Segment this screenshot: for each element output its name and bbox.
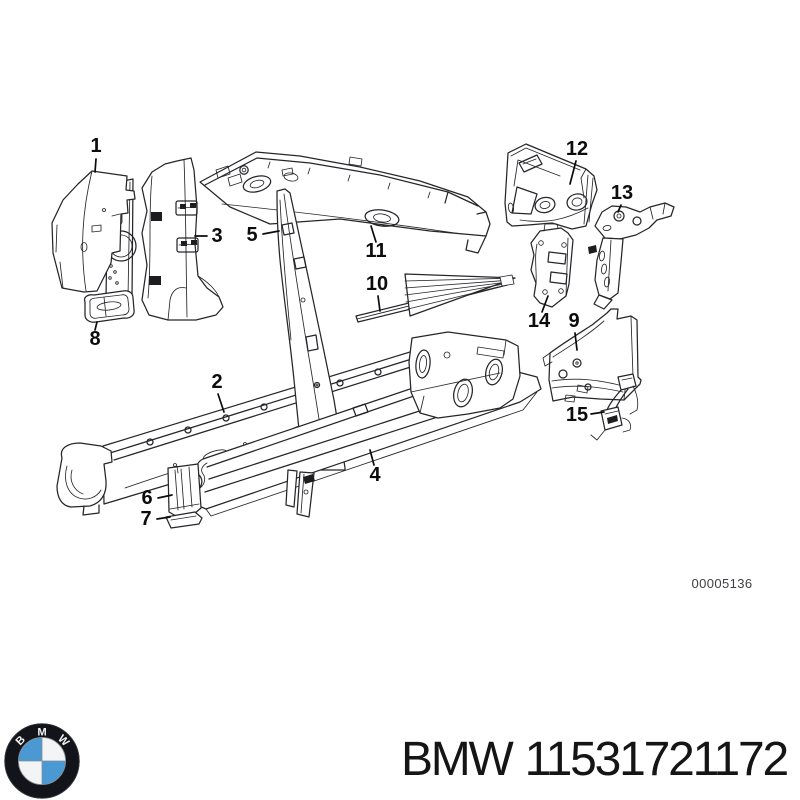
callout-6-leader-line — [157, 494, 173, 499]
callout-8: 8 — [89, 321, 101, 350]
callout-8-label: 8 — [89, 328, 100, 350]
callout-9-label: 9 — [568, 310, 579, 332]
callout-12-leader-line — [569, 160, 577, 185]
callout-5: 5 — [246, 224, 280, 246]
callout-12: 12 — [566, 138, 588, 185]
callout-11-leader-line — [370, 225, 377, 243]
callout-1-leader-line — [94, 158, 97, 173]
part-15-mount-bracket-drawing — [590, 373, 639, 441]
part-8-tray-drawing — [83, 290, 135, 323]
callout-2-label: 2 — [211, 371, 222, 393]
part-14-reinforcement-drawing — [530, 223, 574, 308]
callout-9: 9 — [568, 310, 580, 351]
bmw-logo-blue-quadrant-top-left — [18, 737, 42, 761]
callout-14: 14 — [528, 295, 551, 332]
part-1-front-panel-drawing — [51, 170, 136, 293]
part-10-sill-strip-drawing — [355, 273, 516, 323]
callout-13: 13 — [611, 182, 633, 213]
part-13-gusset-drawing — [588, 202, 675, 310]
callout-6-label: 6 — [141, 487, 152, 509]
callout-7: 7 — [140, 508, 171, 530]
bmw-logo-blue-quadrant-bottom-right — [42, 761, 66, 785]
callout-6: 6 — [141, 487, 173, 509]
callout-11-label: 11 — [365, 240, 386, 262]
callout-7-leader-line — [156, 516, 171, 520]
bmw-logo-rim — [4, 723, 80, 799]
callout-7-label: 7 — [140, 508, 151, 530]
callout-14-leader-line — [541, 295, 549, 313]
part-11-shelf-drawing — [199, 151, 491, 254]
callout-2-leader-line — [217, 393, 225, 413]
bmw-logo-quadrant-lines — [18, 737, 66, 785]
callout-11: 11 — [365, 225, 387, 262]
callout-10-label: 10 — [366, 273, 388, 295]
callout-4-label: 4 — [369, 464, 381, 486]
callout-2: 2 — [211, 371, 225, 413]
callout-4-leader-line — [369, 449, 375, 466]
part-6-bracket-drawing — [167, 463, 202, 517]
bmw-logo-icon: B M W — [4, 723, 80, 799]
callout-5-leader-line — [262, 230, 280, 235]
sill-end-panel-drawing — [408, 331, 521, 419]
brand-text: BMW — [400, 733, 514, 786]
callouts: 1 2 3 4 5 6 7 — [89, 135, 633, 530]
callout-3: 3 — [194, 225, 223, 247]
callout-8-leader-line — [94, 321, 98, 331]
callout-15: 15 — [566, 404, 605, 426]
callout-3-label: 3 — [211, 225, 222, 247]
callout-9-leader-line — [574, 332, 578, 351]
callout-15-label: 15 — [566, 404, 588, 426]
callout-12-label: 12 — [566, 138, 588, 160]
part-number-text: 11531721172 — [524, 733, 790, 786]
callout-1-label: 1 — [90, 135, 101, 157]
body-parts-line-art — [51, 143, 675, 529]
part-7-bracket-strip-drawing — [165, 511, 203, 529]
callout-10-leader-line — [377, 295, 381, 312]
callout-4: 4 — [369, 449, 381, 486]
callout-13-label: 13 — [611, 182, 633, 204]
callout-5-label: 5 — [246, 224, 257, 246]
part-5-pillar-lower-extension-drawing — [285, 469, 315, 518]
bmw-logo-inner-rim — [17, 736, 67, 786]
callout-1: 1 — [90, 135, 102, 173]
bmw-logo-letter-m: M — [37, 727, 46, 739]
parts-diagram: 1 2 3 4 5 6 7 — [51, 135, 752, 591]
part-3-hinge-pillar-drawing — [141, 157, 224, 321]
callout-14-label: 14 — [528, 310, 551, 332]
callout-13-leader-line — [617, 204, 622, 213]
callout-15-leader-line — [590, 411, 605, 415]
callout-10: 10 — [366, 273, 388, 312]
drawing-number: 00005136 — [691, 576, 752, 591]
part-12-quarter-frame-drawing — [504, 143, 598, 230]
